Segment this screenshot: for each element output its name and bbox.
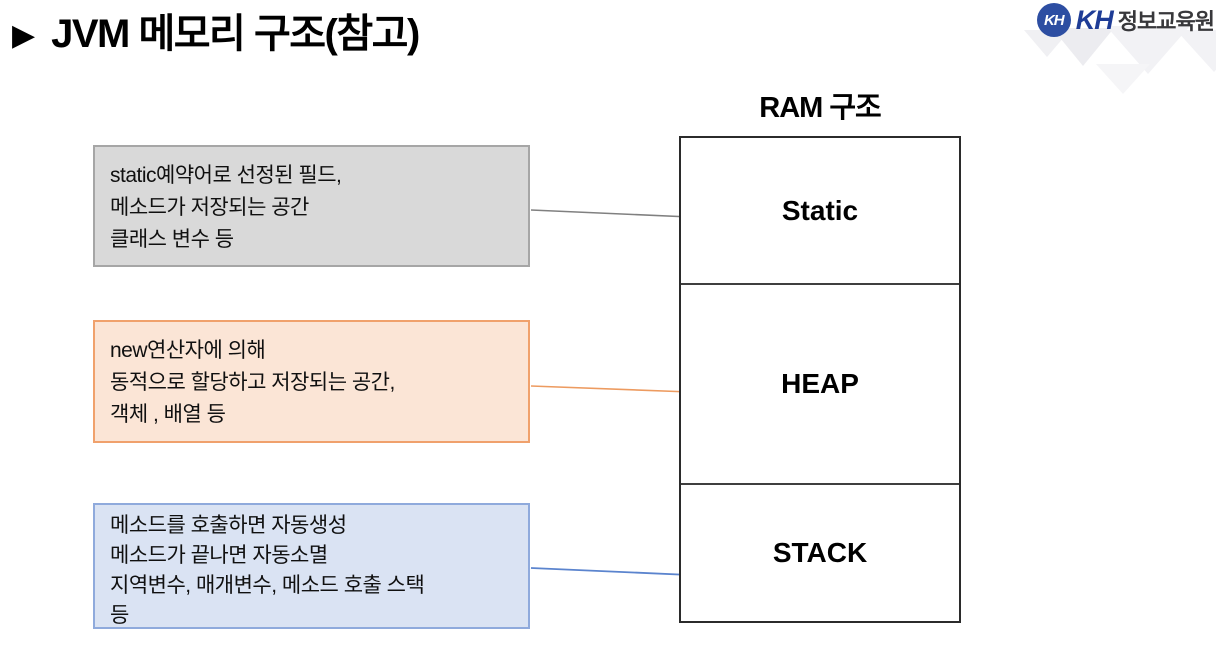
kh-logo-badge-icon: KH <box>1036 3 1071 37</box>
page-title-row: ▶ JVM 메모리 구조(참고) <box>12 12 420 56</box>
kh-logo-brand: KH <box>1075 4 1114 35</box>
ram-section-stack: STACK <box>772 537 868 568</box>
callout-static-note: static예약어로 선정된 필드, 메소드가 저장되는 공간 클래스 변수 등 <box>93 145 530 267</box>
kh-logo: KH KH 정보교육원 <box>1036 3 1215 37</box>
decor-triangle-icon <box>1096 64 1150 94</box>
title-bullet-icon: ▶ <box>12 19 36 52</box>
ram-section-static: Static <box>681 138 959 285</box>
callout-stack-note: 메소드를 호출하면 자동생성 메소드가 끝나면 자동소멸 지역변수, 매개변수,… <box>93 503 530 629</box>
ram-diagram-box: Static HEAP STACK <box>679 136 961 623</box>
kh-logo-brand-suffix: 정보교육원 <box>1117 9 1215 34</box>
connector-static-line <box>530 209 691 218</box>
connector-stack-line <box>530 567 691 576</box>
ram-section-heap: HEAP <box>681 285 959 485</box>
ram-diagram-title: RAM 구조 <box>759 92 881 124</box>
decor-triangle-icon <box>1176 30 1216 72</box>
callout-heap-note: new연산자에 의해 동적으로 할당하고 저장되는 공간, 객체 , 배열 등 <box>93 320 530 443</box>
connector-heap-line <box>530 385 691 393</box>
page-title: JVM 메모리 구조(참고) <box>51 12 420 56</box>
